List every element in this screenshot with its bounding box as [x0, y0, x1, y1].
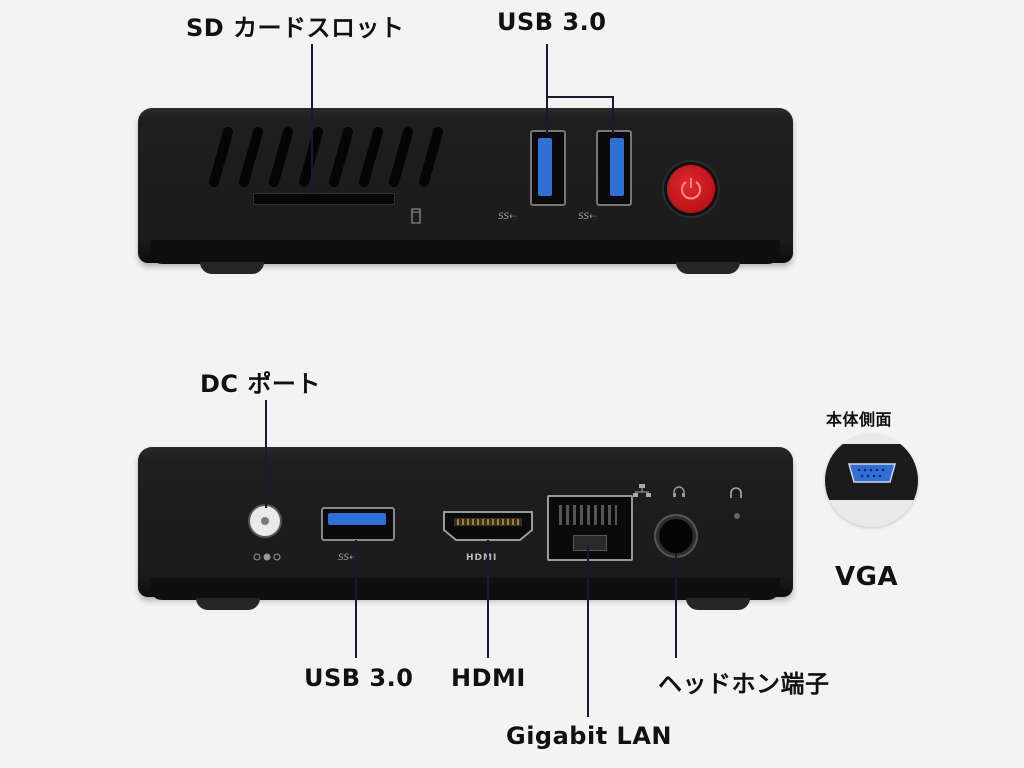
vga-label: VGA [835, 562, 899, 592]
side-view-label: 本体側面 [826, 410, 893, 429]
dc-pin [261, 517, 269, 525]
hdmi-port[interactable] [442, 510, 534, 542]
sd-card-icon [411, 208, 421, 224]
hdmi-leader [487, 540, 489, 658]
ss-usb-mark-1: SS⇠ [498, 212, 517, 222]
usb-bottom-leader [355, 540, 357, 658]
lan-leader [587, 545, 589, 717]
mini-pc-front-base [150, 240, 780, 264]
dc-port-leader [265, 400, 267, 508]
lan-label: Gigabit LAN [506, 722, 672, 750]
network-icon [633, 484, 651, 497]
headphone-icon [730, 487, 742, 498]
usb-port-front-1[interactable] [530, 130, 566, 206]
power-button[interactable] [667, 165, 715, 213]
sd-card-slot[interactable] [253, 193, 395, 205]
headphone-label: ヘッドホン端子 [658, 670, 830, 698]
mini-pc-rear-foot-right [686, 598, 750, 610]
usb-tongue [328, 513, 386, 525]
dc-polarity-icon [253, 553, 281, 561]
power-icon [681, 178, 701, 200]
mini-pc-front-foot-right [676, 262, 740, 274]
dc-port-label: DC ポート [200, 370, 321, 398]
usb-port-rear[interactable] [321, 507, 395, 541]
hdmi-label: HDMI [451, 664, 526, 692]
ethernet-contacts [559, 505, 617, 525]
usb-top-leader-bar [546, 96, 614, 98]
mini-pc-front-foot-left [200, 262, 264, 274]
usb-port-front-2[interactable] [596, 130, 632, 206]
ethernet-clip [573, 535, 607, 551]
side-view-inset [825, 434, 918, 527]
dc-power-port[interactable] [250, 506, 280, 536]
vent-slats [209, 127, 443, 187]
headset-icon [673, 486, 685, 497]
usb-top-leader-stem [546, 44, 548, 134]
mini-pc-rear-foot-left [196, 598, 260, 610]
ss-usb-mark-3: SS⇠ [338, 553, 357, 563]
usb-bottom-label: USB 3.0 [304, 664, 414, 692]
headphone-leader [675, 553, 677, 658]
usb-top-leader-right [612, 96, 614, 134]
headphone-jack[interactable] [659, 519, 693, 553]
mic-hole [734, 513, 740, 519]
sd-slot-leader [311, 44, 313, 194]
usb-tongue [610, 138, 624, 196]
ss-usb-mark-2: SS⇠ [578, 212, 597, 222]
ethernet-port[interactable] [547, 495, 633, 561]
sd-slot-label: SD カードスロット [186, 14, 405, 42]
mini-pc-rear-base [150, 578, 780, 600]
vga-port [848, 463, 896, 483]
usb-tongue [538, 138, 552, 196]
usb-top-label: USB 3.0 [497, 8, 607, 36]
hdmi-logo-mark: HDMI [466, 553, 498, 563]
